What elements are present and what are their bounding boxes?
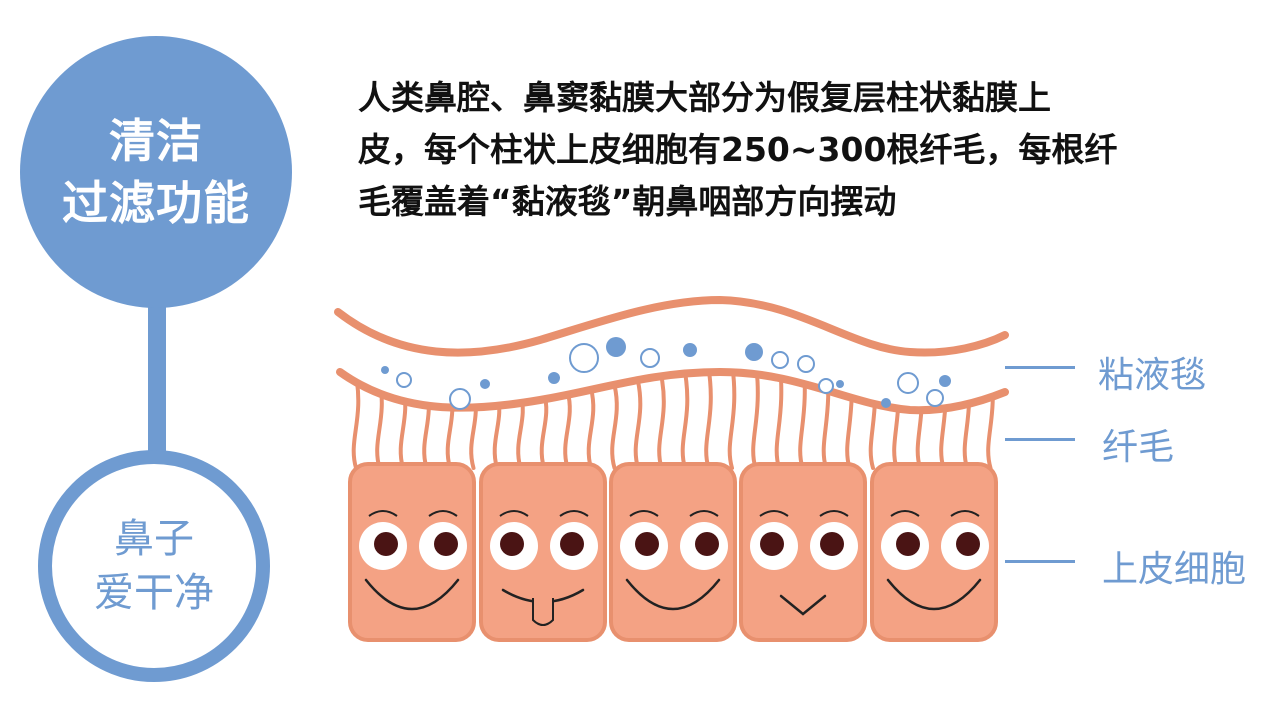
- pupil-icon: [635, 532, 659, 556]
- cilium: [586, 386, 596, 470]
- pupil-icon: [434, 532, 458, 556]
- pupil-icon: [560, 532, 584, 556]
- mouth-icon: [364, 578, 460, 611]
- cilium: [539, 391, 549, 470]
- mucus-particle: [797, 355, 815, 373]
- eyebrow-icon: [689, 510, 719, 517]
- cilium: [610, 383, 619, 470]
- connector-bar: [148, 300, 166, 460]
- pupil-icon: [896, 532, 920, 556]
- epithelial-cell: [479, 462, 607, 642]
- mucus-particle: [881, 398, 891, 408]
- cilia-pointer-line: [1005, 438, 1075, 441]
- epithelial-cell: [348, 462, 476, 642]
- cilium: [563, 389, 572, 470]
- mucus-top-line: [334, 295, 1009, 357]
- cell-body: [739, 462, 867, 642]
- pupil-icon: [760, 532, 784, 556]
- mucus-particle: [480, 379, 490, 389]
- description-text: 人类鼻腔、鼻窦黏膜大部分为假复层柱状黏膜上 皮，每个柱状上皮细胞有250~300…: [358, 72, 1258, 228]
- eyebrow-icon: [950, 510, 980, 517]
- epithelium-label: 上皮细胞: [1102, 549, 1247, 590]
- mucus-particles: [381, 337, 951, 410]
- eyebrow-icon: [890, 510, 920, 517]
- mucus-particle: [606, 337, 626, 357]
- mucus-particle: [396, 372, 412, 388]
- mucus-particle: [897, 372, 919, 394]
- title-circle: 清洁 过滤功能: [20, 36, 292, 308]
- cilium: [351, 373, 361, 470]
- mucus-particle: [449, 388, 471, 410]
- title-line1: 清洁: [109, 114, 203, 168]
- mucus-particle: [926, 389, 944, 407]
- cells-group: [348, 462, 998, 642]
- mucus-particle: [939, 375, 951, 387]
- mucus-particle: [569, 343, 599, 373]
- cilium: [633, 379, 643, 470]
- mucus-label: 粘液毯: [1098, 355, 1207, 396]
- mucus-pointer-line: [1005, 366, 1075, 369]
- eyebrow-icon: [629, 510, 659, 517]
- mouth-icon: [779, 594, 827, 616]
- mouth-icon: [625, 578, 721, 611]
- description-line2: 皮，每个柱状上皮细胞有250~300根纤毛，每根纤: [358, 130, 1118, 169]
- eyebrow-icon: [819, 510, 849, 517]
- eyebrow-icon: [368, 510, 398, 517]
- cilium: [727, 360, 737, 470]
- cilia-label: 纤毛: [1102, 427, 1175, 468]
- pupil-icon: [820, 532, 844, 556]
- tongue-icon: [532, 598, 554, 626]
- cilium: [657, 374, 666, 470]
- eyebrow-icon: [759, 510, 789, 517]
- epithelial-cell: [609, 462, 737, 642]
- eyebrow-icon: [428, 510, 458, 517]
- mucus-particle: [745, 343, 763, 361]
- pupil-icon: [500, 532, 524, 556]
- description-line3: 毛覆盖着“黏液毯”朝鼻咽部方向摆动: [358, 182, 897, 221]
- mouth-icon: [886, 578, 982, 611]
- pupil-icon: [695, 532, 719, 556]
- mucus-particle: [640, 348, 660, 368]
- slogan-line1: 鼻子: [114, 516, 194, 562]
- pupil-icon: [374, 532, 398, 556]
- eyebrow-icon: [559, 510, 589, 517]
- mucus-particle: [381, 366, 389, 374]
- mucus-particle: [836, 380, 844, 388]
- cilium: [704, 365, 713, 470]
- description-line1: 人类鼻腔、鼻窦黏膜大部分为假复层柱状黏膜上: [358, 78, 1051, 117]
- slogan-line2: 爱干净: [94, 570, 214, 616]
- title-line2: 过滤功能: [62, 176, 250, 230]
- pupil-icon: [956, 532, 980, 556]
- mucus-particle: [771, 351, 789, 369]
- eyebrow-icon: [499, 510, 529, 517]
- epithelial-cell: [739, 462, 867, 642]
- mucus-particle: [683, 343, 697, 357]
- epithelium-pointer-line: [1005, 560, 1075, 563]
- mucus-particle: [548, 372, 560, 384]
- cilium: [680, 370, 690, 470]
- mucus-particle: [818, 378, 834, 394]
- epithelial-cell: [870, 462, 998, 642]
